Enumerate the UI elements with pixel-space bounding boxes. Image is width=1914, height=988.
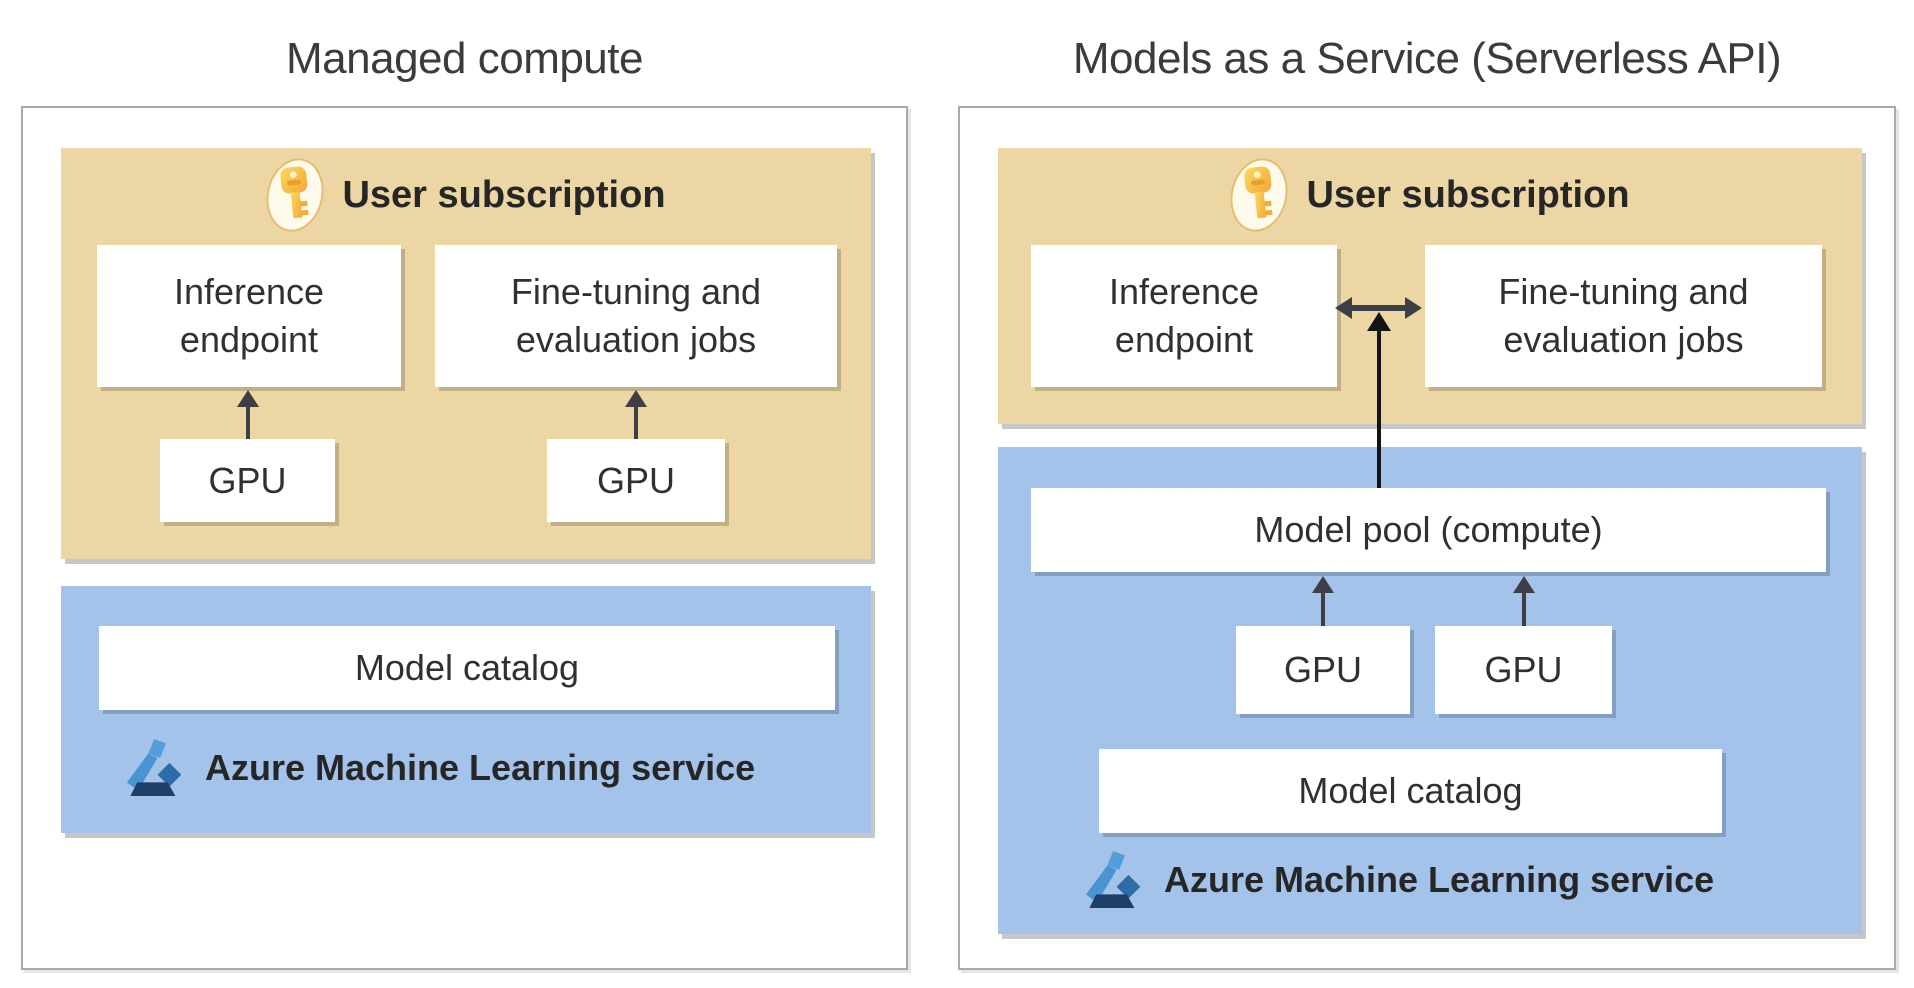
user-subscription-label: User subscription xyxy=(342,173,666,216)
gpu-to-finetuning-arrow xyxy=(625,390,647,439)
model-catalog-box: Model catalog xyxy=(99,626,835,710)
gpu-label: GPU xyxy=(596,459,675,501)
right-panel-title: Models as a Service (Serverless API) xyxy=(1072,34,1782,83)
gpu-to-inference-arrow xyxy=(237,390,259,439)
model-pool-label: Model pool (compute) xyxy=(1254,509,1603,551)
right-user-subscription-group: User subscription Inference endpoint Fin… xyxy=(998,148,1862,424)
arrow-head xyxy=(1405,297,1422,319)
arrow-shaft xyxy=(634,405,638,439)
right-azure-ml-group: Model pool (compute) GPU GPU Model catal… xyxy=(998,447,1862,934)
left-user-subscription-group: User subscription Inference endpoint Fin… xyxy=(61,148,871,559)
model-catalog-label: Model catalog xyxy=(1298,770,1523,812)
arrow-head xyxy=(1312,576,1334,593)
gpu-to-model-pool-arrow xyxy=(1513,576,1535,626)
finetuning-evaluation-label: Fine-tuning and evaluation jobs xyxy=(1498,271,1749,360)
azure-ml-service-label: Azure Machine Learning service xyxy=(205,747,756,788)
gpu-box: GPU xyxy=(1435,626,1612,714)
user-subscription-label: User subscription xyxy=(1306,173,1630,216)
gpu-box: GPU xyxy=(160,439,335,522)
finetuning-evaluation-box: Fine-tuning and evaluation jobs xyxy=(1425,245,1822,387)
azure-ml-service-label: Azure Machine Learning service xyxy=(1164,859,1715,900)
left-azure-ml-group: Model catalog Azure Machine Learning ser… xyxy=(61,586,871,833)
azure-ml-flask-icon xyxy=(1086,849,1142,911)
inference-endpoint-label: Inference endpoint xyxy=(173,271,325,360)
model-pool-to-endpoints-arrow xyxy=(1367,312,1391,488)
key-icon xyxy=(1230,157,1288,233)
azure-ml-flask-icon xyxy=(127,737,183,799)
model-catalog-box: Model catalog xyxy=(1099,749,1722,833)
right-user-subscription-header: User subscription xyxy=(998,154,1862,236)
inference-endpoint-box: Inference endpoint xyxy=(1031,245,1337,387)
model-pool-box: Model pool (compute) xyxy=(1031,488,1826,572)
key-icon xyxy=(266,157,324,233)
left-azure-ml-service-row: Azure Machine Learning service xyxy=(127,735,755,801)
models-as-a-service-panel: User subscription Inference endpoint Fin… xyxy=(958,106,1896,970)
arrow-head xyxy=(625,390,647,407)
gpu-label: GPU xyxy=(1484,649,1563,691)
gpu-label: GPU xyxy=(208,459,287,501)
arrow-head xyxy=(1367,312,1391,331)
arrow-head xyxy=(237,390,259,407)
inference-endpoint-box: Inference endpoint xyxy=(97,245,401,387)
left-user-subscription-header: User subscription xyxy=(61,154,871,236)
inference-finetuning-double-arrow xyxy=(1335,297,1422,319)
arrow-head xyxy=(1335,297,1352,319)
arrow-shaft xyxy=(1349,305,1408,311)
left-panel-title: Managed compute xyxy=(286,34,643,83)
arrow-head xyxy=(1513,576,1535,593)
gpu-box: GPU xyxy=(1236,626,1410,714)
arrow-shaft xyxy=(246,405,250,439)
finetuning-evaluation-label: Fine-tuning and evaluation jobs xyxy=(510,271,762,360)
arrow-shaft xyxy=(1321,591,1325,626)
inference-endpoint-label: Inference endpoint xyxy=(1108,271,1260,360)
right-azure-ml-service-row: Azure Machine Learning service xyxy=(1086,847,1714,913)
arrow-shaft xyxy=(1377,329,1381,488)
arrow-shaft xyxy=(1522,591,1526,626)
gpu-label: GPU xyxy=(1283,649,1362,691)
gpu-to-model-pool-arrow xyxy=(1312,576,1334,626)
model-catalog-label: Model catalog xyxy=(354,647,580,689)
managed-compute-panel: User subscription Inference endpoint Fin… xyxy=(21,106,908,970)
gpu-box: GPU xyxy=(547,439,725,522)
finetuning-evaluation-box: Fine-tuning and evaluation jobs xyxy=(435,245,837,387)
